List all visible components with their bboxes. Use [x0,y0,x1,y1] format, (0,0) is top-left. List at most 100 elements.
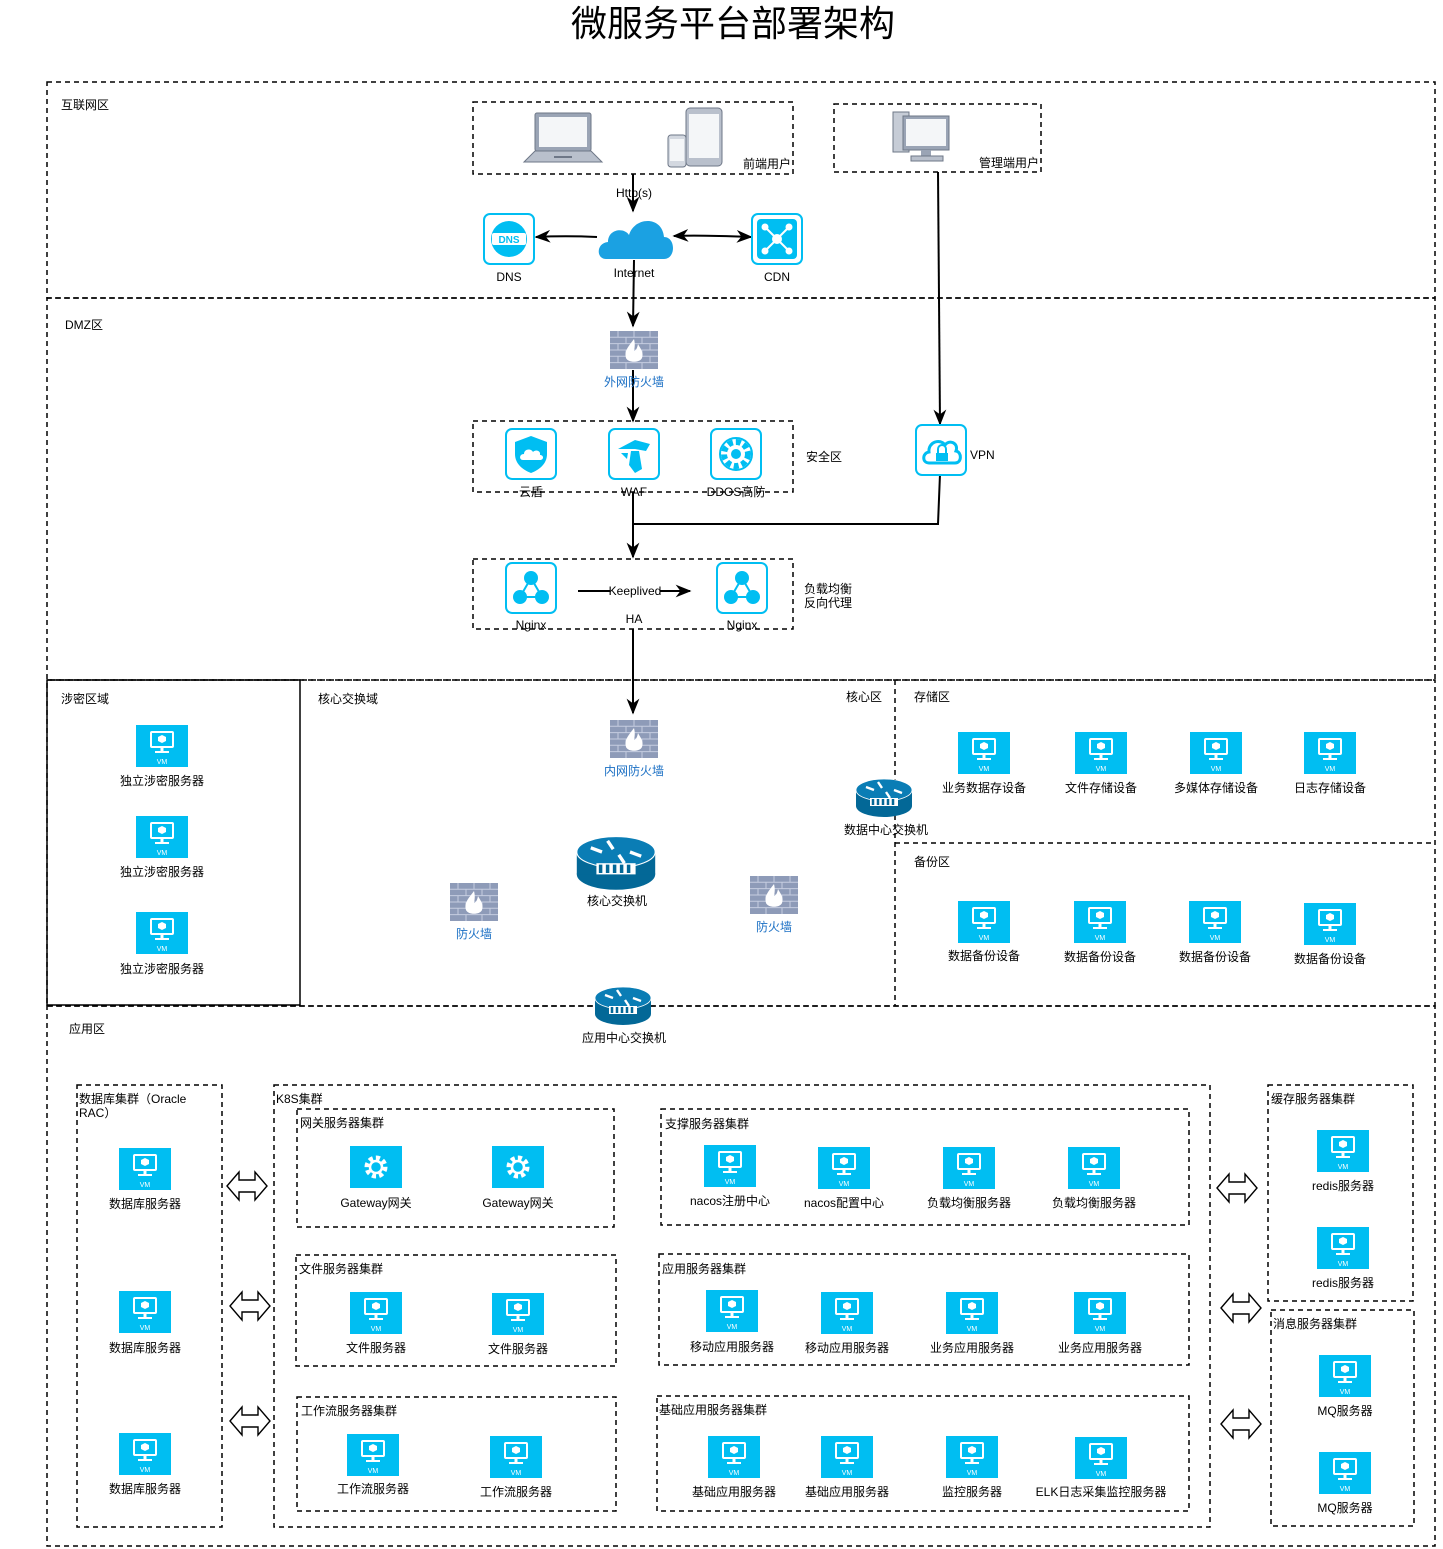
vm-icon [1189,731,1243,775]
app-server-label: 移动应用服务器 [690,1339,774,1354]
vm-icon [118,1432,172,1476]
router-icon [593,985,653,1027]
backup-device-label: 数据备份设备 [1294,951,1366,966]
app-server-label: 移动应用服务器 [805,1340,889,1355]
vm-icon [703,1144,757,1188]
group-support-cluster [660,1108,1190,1226]
backup-device-label: 数据备份设备 [1179,949,1251,964]
double-arrow-icon [229,1291,271,1321]
edge-admin-vpn [933,171,947,426]
app-switch-label: 应用中心交换机 [582,1030,666,1045]
support-server-label: 负载均衡服务器 [1052,1195,1136,1210]
base-cluster-label: 基础应用服务器集群 [659,1402,767,1417]
vm-icon [1318,1451,1372,1495]
gateway-cluster-label: 网关服务器集群 [300,1115,384,1130]
zone-app-label: 应用区 [69,1021,105,1036]
vm-icon [1316,1226,1370,1270]
lb-label-line1: 负载均衡 [804,582,852,596]
base-server-label: 监控服务器 [942,1484,1002,1499]
db-cluster-label: 数据库集群（Oracle [79,1091,187,1106]
ha-label: HA [626,612,643,626]
security-zone-label: 安全区 [806,449,842,464]
secret-server-label: 独立涉密服务器 [120,961,204,976]
base-server-label: 基础应用服务器 [805,1484,889,1499]
mq-cluster-label: 消息服务器集群 [1273,1316,1357,1331]
file-server-label: 文件服务器 [346,1340,406,1355]
workflow-server-label: 工作流服务器 [480,1484,552,1499]
firewall-icon [449,882,499,922]
zone-app [46,1005,1436,1547]
inner-firewall-label: 内网防火墙 [604,763,664,778]
admin-users-label: 管理端用户 [979,155,1039,170]
zone-internet [46,81,1436,299]
phone-icon [667,107,723,168]
zone-internet-label: 互联网区 [61,98,109,112]
vm-icon [135,724,189,768]
nginx-icon [716,562,768,614]
vm-icon [707,1435,761,1479]
vm-icon [1303,902,1357,946]
zone-storage-label: 存储区 [914,689,950,704]
db-cluster-label-2: RAC） [79,1106,116,1120]
app-server-label: 业务应用服务器 [930,1340,1014,1355]
inner-firewall-icon [609,719,659,759]
vm-icon [1074,1436,1128,1480]
firewall-right-label: 防火墙 [756,919,792,934]
firewall-icon [749,875,799,915]
vm-icon [1067,1146,1121,1190]
laptop-icon [522,112,604,163]
storage-device-label: 日志存储设备 [1294,780,1366,795]
storage-device-label: 业务数据存设备 [942,780,1026,795]
vm-icon [135,815,189,859]
gateway-label: Gateway网关 [340,1196,411,1210]
nginx1-label: Nginx [516,618,547,632]
vm-icon [945,1435,999,1479]
gateway-icon [350,1146,402,1188]
zone-dmz [46,297,1436,681]
vm-icon [118,1290,172,1334]
zone-dmz-label: DMZ区 [65,318,103,332]
backup-device-label: 数据备份设备 [948,948,1020,963]
db-server-label: 数据库服务器 [109,1196,181,1211]
cloud-icon [598,221,673,259]
cache-cluster-label: 缓存服务器集群 [1271,1091,1355,1106]
backup-device-label: 数据备份设备 [1064,949,1136,964]
lb-label-line2: 反向代理 [804,595,852,610]
redis-server-label: redis服务器 [1312,1275,1374,1290]
vm-icon [491,1292,545,1336]
keepalived-label: Keeplived [609,584,662,598]
edge-internet-cdn [672,229,753,243]
mq-server-label: MQ服务器 [1317,1403,1372,1418]
base-server-label: 基础应用服务器 [692,1484,776,1499]
outer-firewall-label: 外网防火墙 [604,374,664,389]
vm-icon [1303,731,1357,775]
double-arrow-icon [1220,1293,1262,1323]
vm-icon [1318,1354,1372,1398]
vm-icon [489,1435,543,1479]
vm-icon [135,911,189,955]
mq-server-label: MQ服务器 [1317,1500,1372,1515]
vm-icon [349,1291,403,1335]
db-server-label: 数据库服务器 [109,1340,181,1355]
support-cluster-label: 支撑服务器集群 [665,1116,749,1131]
base-server-label: ELK日志采集监控服务器 [1036,1484,1167,1499]
svg-text:DNS: DNS [498,235,519,246]
vm-icon [820,1435,874,1479]
edge-vpn-lb [633,473,941,525]
edge-internet-dns [534,229,598,243]
router-icon [854,777,914,819]
secret-server-label: 独立涉密服务器 [120,864,204,879]
group-base-cluster [656,1395,1190,1512]
internet-label: Internet [614,266,655,280]
nginx2-label: Nginx [727,618,758,632]
vpn-icon [915,424,967,476]
dns-label: DNS [496,270,521,284]
support-server-label: nacos注册中心 [690,1193,770,1208]
double-arrow-icon [229,1406,271,1436]
zone-secret [46,679,301,1006]
vpn-label: VPN [970,448,995,462]
vm-icon [817,1146,871,1190]
dns-icon: DNS [483,213,535,265]
cloud-shield-label: 云盾 [519,485,543,499]
